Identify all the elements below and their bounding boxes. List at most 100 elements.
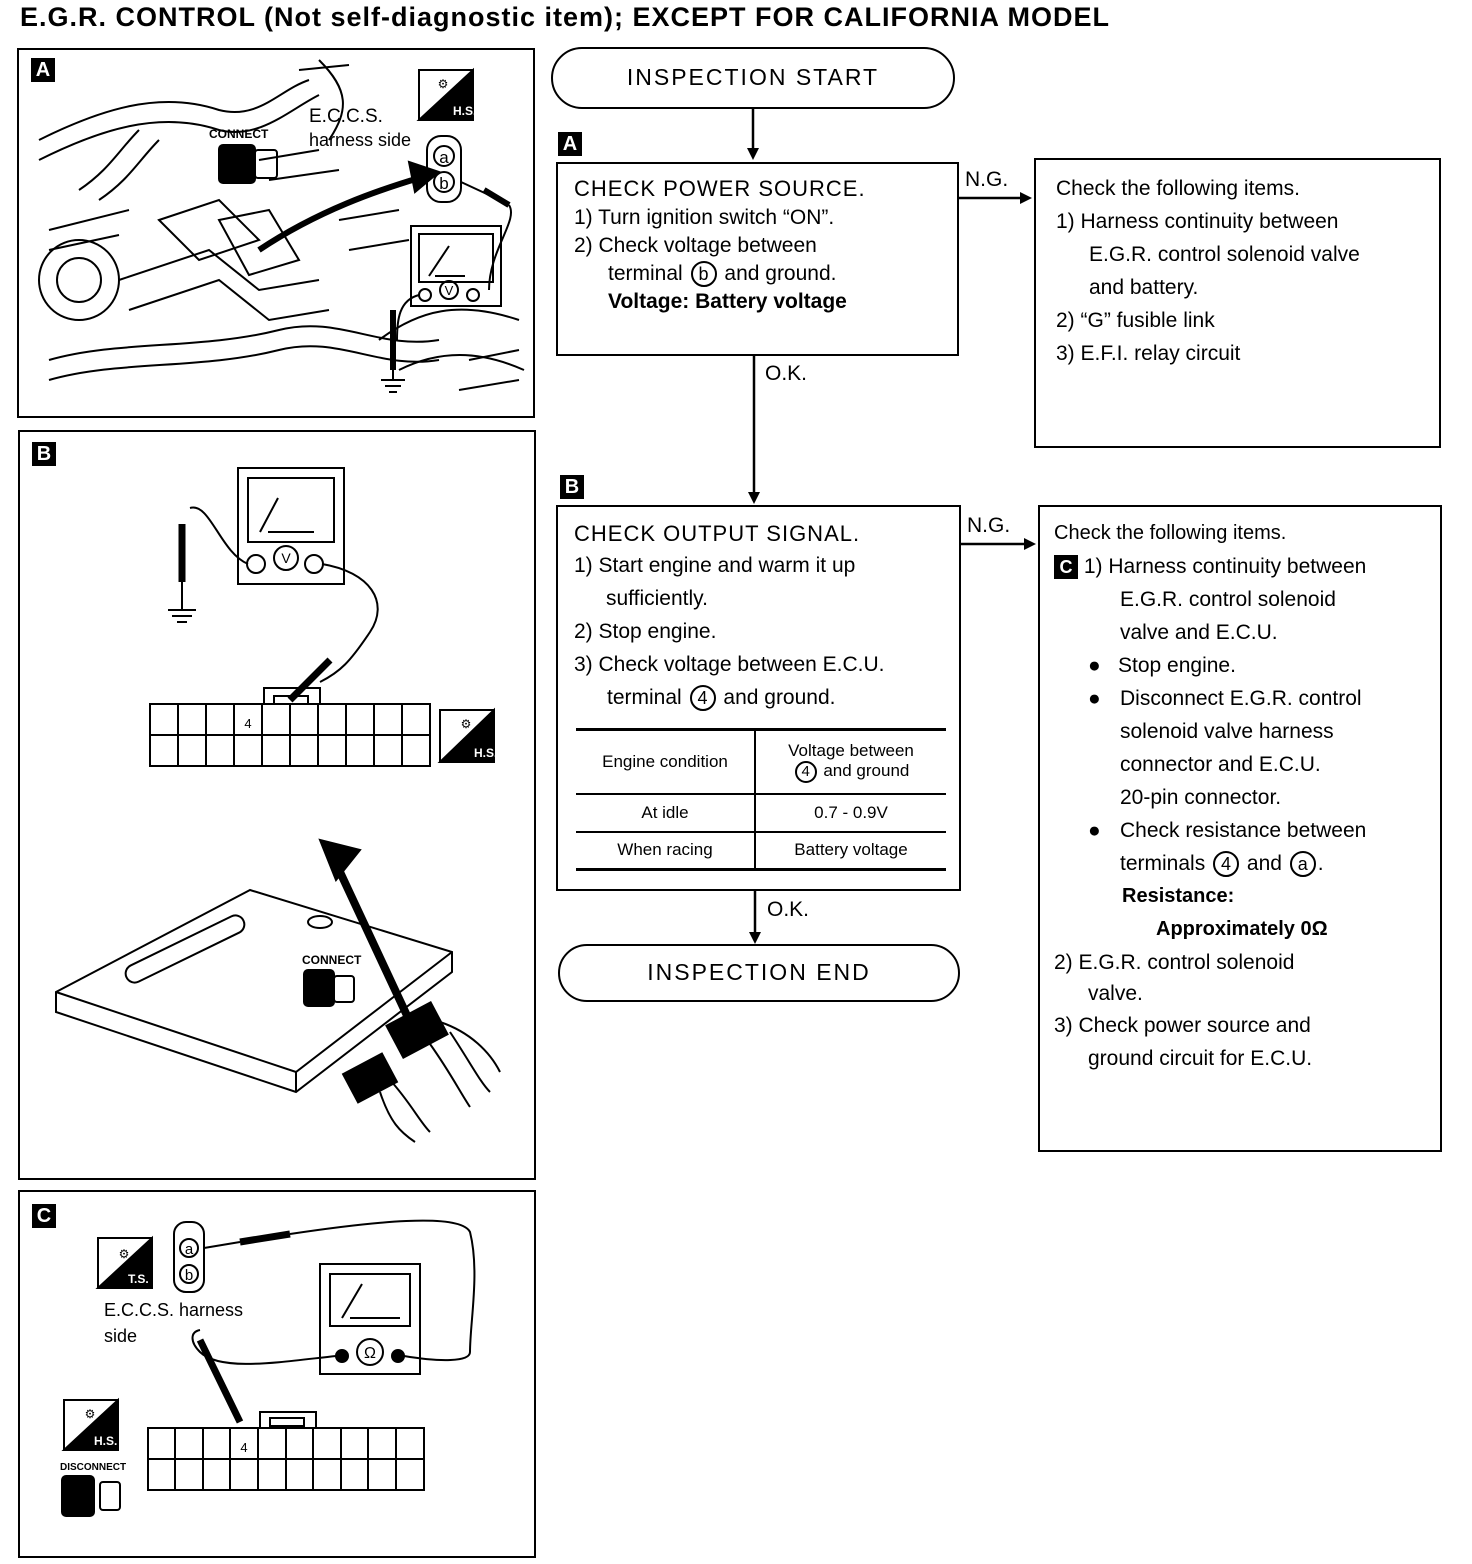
ng-b-line5: valve. [1088,982,1143,1005]
bullet-icon: ● [1088,687,1101,710]
ng-b-resistance-label: Resistance: [1122,885,1235,907]
ng-a-line4: 2) “G” fusible link [1056,309,1215,332]
step-b-line4: 3) Check voltage between E.C.U. [574,653,885,676]
panel-b-tag: B [32,442,56,466]
ng-a-line5: 3) E.F.I. relay circuit [1056,342,1241,365]
panel-b-hs-badge-icon: ⚙ [461,717,472,731]
panel-a-harness-label-2: harness side [309,130,411,150]
step-a-ng-label: N.G. [965,168,1009,191]
voltage-table: Engine condition Voltage between 4 and g… [576,728,946,871]
panel-c-ts-label: T.S. [128,1272,149,1286]
panel-a-hs-label: H.S. [453,104,476,118]
ng-b-bullet2-4: 20-pin connector. [1120,786,1282,809]
table-header-terminal-4: 4 [794,760,817,783]
ng-b-bullet2-1: Disconnect E.G.R. control [1120,687,1362,710]
ng-b-bullet2-2: solenoid valve harness [1120,720,1334,743]
panel-a-illustration: A [17,48,535,418]
table-cell-condition: At idle [576,793,756,832]
step-b-line3: 2) Stop engine. [574,620,717,643]
step-a-line4: Voltage: Battery voltage [608,290,847,313]
resistance-check-drawing: ⚙ T.S. a b E.C.C.S. harness side Ω 4 ⚙ H… [60,1219,476,1517]
step-b-heading: CHECK OUTPUT SIGNAL. [574,521,861,546]
panel-c-ts-badge-icon: ⚙ [119,1247,130,1261]
ng-b-line3: valve and E.C.U. [1120,621,1278,644]
step-b-ok-label: O.K. [767,898,810,921]
ng-b-heading: Check the following items. [1054,522,1287,544]
step-a-line2: 2) Check voltage between [574,234,817,257]
table-header-voltage-tail: and ground [823,760,910,780]
panel-a-pin-a: a [439,148,449,167]
ng-b-line4: 2) E.G.R. control solenoid [1054,951,1295,974]
panel-c-harness-label-1: E.C.C.S. harness [104,1300,243,1320]
step-a-line3-post: and ground. [724,262,837,285]
step-a-line3: terminal b and ground. [574,260,957,288]
panel-a-pin-b: b [439,174,448,193]
step-a-line1: 1) Turn ignition switch “ON”. [574,206,835,229]
panel-c-illustration: C [18,1190,536,1558]
ng-b-terminal-4: 4 [1213,851,1240,877]
panel-c-hs-label: H.S. [94,1434,117,1448]
step-a-heading: CHECK POWER SOURCE. [574,176,866,201]
ng-a-line2: E.G.R. control solenoid valve [1089,243,1360,266]
table-row: At idle 0.7 - 0.9V [576,793,946,832]
step-b-ng-box: Check the following items. C 1) Harness … [1038,505,1442,1152]
ng-b-bullet3-period: . [1317,852,1324,875]
panel-b-pin-label: 4 [244,716,251,731]
ng-b-bullet3-2: terminals 4 and a. [1054,847,1440,880]
ng-a-line1: 1) Harness continuity between [1056,210,1339,233]
step-b-line5-post: and ground. [723,686,836,709]
panel-b-meter-label: V [281,550,291,566]
panel-a-harness-label-1: E.C.C.S. [309,106,383,127]
step-b-ng-label: N.G. [967,514,1011,537]
panel-c-pin-a: a [185,1241,194,1258]
ng-b-bullet3-row: ● Check resistance between [1054,814,1440,847]
ng-b-line6: 3) Check power source and [1054,1014,1311,1037]
table-header-voltage: Voltage between 4 and ground [755,730,946,794]
panel-c-pin-label: 4 [240,1440,247,1455]
table-cell-voltage: Battery voltage [794,840,908,860]
ng-a-line3: and battery. [1089,276,1199,299]
ecu-voltage-drawing: V 4 ⚙ H.S. CONNECT [55,467,501,1143]
step-b-tag: B [560,475,584,499]
panel-c-tag: C [32,1204,56,1228]
page-title: E.G.R. CONTROL (Not self-diagnostic item… [20,2,1111,32]
panel-a-tag: A [31,58,55,82]
table-cell-condition: When racing [576,831,756,870]
table-cell-voltage: 0.7 - 0.9V [814,802,888,822]
ng-b-bullet2-3: connector and E.C.U. [1120,753,1321,776]
step-a-box: CHECK POWER SOURCE. 1) Turn ignition swi… [556,162,959,356]
ng-b-bullet3-pre: terminals [1120,852,1206,875]
step-a-line3-pre: terminal [608,262,683,285]
step-b-terminal-4: 4 [689,685,716,711]
ng-b-bullet3-1: Check resistance between [1120,819,1367,842]
ng-b-bullet3-and: and [1246,852,1282,875]
bullet-icon: ● [1088,654,1101,677]
engine-harness-drawing: ⚙ H.S. CONNECT E.C.C.S. harness side a b… [38,59,525,393]
table-header-voltage-1: Voltage between [788,740,914,760]
ng-b-terminal-a: a [1289,851,1316,877]
inspection-start: INSPECTION START [551,47,955,109]
ng-b-bullet2-row: ● Disconnect E.G.R. control [1054,682,1440,715]
inspection-end: INSPECTION END [558,944,960,1002]
ng-b-line1-row: C 1) Harness continuity between [1054,550,1440,583]
ng-b-bullet1: Stop engine. [1118,654,1236,677]
panel-c-harness-label-2: side [104,1326,137,1346]
table-header-condition: Engine condition [576,729,756,794]
panel-b-illustration: B [18,430,536,1180]
ng-b-bullet1-row: ● Stop engine. [1054,649,1440,682]
step-a-ok-label: O.K. [765,362,808,385]
panel-b-hs-label: H.S. [474,746,497,760]
step-b-box: CHECK OUTPUT SIGNAL. 1) Start engine and… [556,505,961,891]
bullet-icon: ● [1088,819,1101,842]
table-header-voltage-2: 4 and ground [760,760,942,783]
step-a-ng-box: Check the following items. 1) Harness co… [1034,158,1441,448]
step-b-line5: terminal 4 and ground. [574,681,959,714]
panel-c-hs-badge-icon: ⚙ [85,1407,96,1421]
step-a-terminal-b: b [690,261,717,287]
panel-c-meter-label: Ω [364,1345,376,1362]
ng-b-line2: E.G.R. control solenoid [1120,588,1336,611]
table-row: When racing Battery voltage [576,831,946,870]
panel-a-hs-badge-icon: ⚙ [438,77,449,91]
ng-a-heading: Check the following items. [1056,177,1300,200]
step-b-line5-pre: terminal [607,686,682,709]
